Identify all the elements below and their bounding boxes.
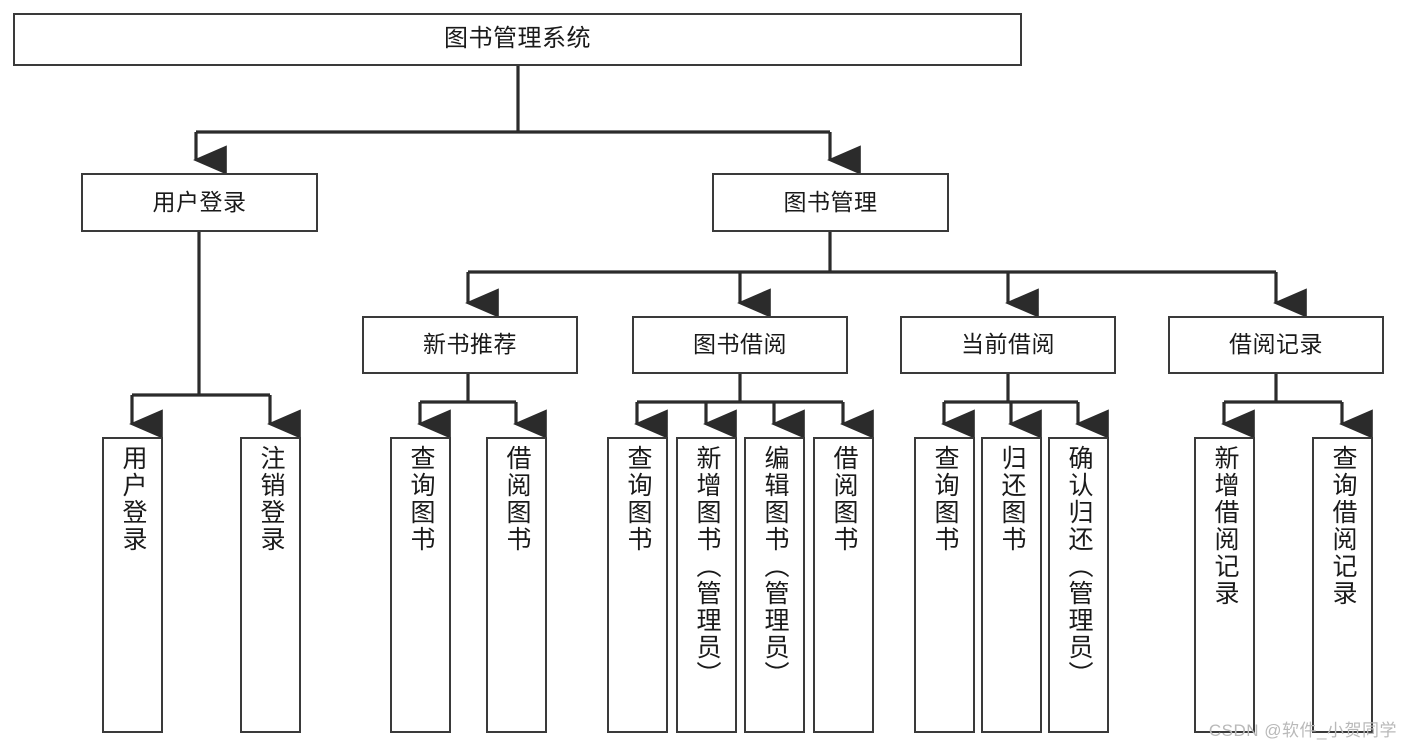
node-book-borrow[interactable]: 图书借阅 bbox=[632, 316, 848, 374]
node-label: 新增图书（管理员） bbox=[693, 445, 721, 688]
leaf-user-login-login[interactable]: 用户登录 bbox=[102, 437, 163, 733]
leaf-current-return-book[interactable]: 归还图书 bbox=[981, 437, 1042, 733]
leaf-current-confirm-return-admin[interactable]: 确认归还（管理员） bbox=[1048, 437, 1109, 733]
node-label: 借阅图书 bbox=[830, 445, 858, 553]
leaf-recommend-borrow-book[interactable]: 借阅图书 bbox=[486, 437, 547, 733]
node-label: 新书推荐 bbox=[423, 331, 517, 358]
leaf-recommend-query-book[interactable]: 查询图书 bbox=[390, 437, 451, 733]
leaf-records-add-record[interactable]: 新增借阅记录 bbox=[1194, 437, 1255, 733]
node-label: 注销登录 bbox=[257, 445, 285, 553]
leaf-records-query-record[interactable]: 查询借阅记录 bbox=[1312, 437, 1373, 733]
node-label: 新增借阅记录 bbox=[1211, 445, 1239, 607]
node-root-system[interactable]: 图书管理系统 bbox=[13, 13, 1022, 66]
node-label: 借阅记录 bbox=[1229, 331, 1323, 358]
leaf-current-query-book[interactable]: 查询图书 bbox=[914, 437, 975, 733]
node-label: 图书管理 bbox=[783, 188, 878, 215]
node-label: 借阅图书 bbox=[503, 445, 531, 553]
node-label: 图书借阅 bbox=[693, 331, 787, 358]
leaf-borrow-borrow-book[interactable]: 借阅图书 bbox=[813, 437, 874, 733]
node-label: 用户登录 bbox=[152, 188, 247, 215]
node-borrow-records[interactable]: 借阅记录 bbox=[1168, 316, 1384, 374]
watermark-text: CSDN @软件_小贺同学 bbox=[1208, 721, 1397, 740]
node-label: 查询图书 bbox=[407, 445, 435, 553]
node-label: 编辑图书（管理员） bbox=[761, 445, 789, 688]
node-label: 用户登录 bbox=[119, 445, 147, 553]
node-label: 查询借阅记录 bbox=[1329, 445, 1357, 607]
node-label: 查询图书 bbox=[931, 445, 959, 553]
node-label: 图书管理系统 bbox=[444, 25, 591, 53]
leaf-borrow-query-book[interactable]: 查询图书 bbox=[607, 437, 668, 733]
node-new-book-recommend[interactable]: 新书推荐 bbox=[362, 316, 578, 374]
node-label: 查询图书 bbox=[624, 445, 652, 553]
leaf-user-login-logout[interactable]: 注销登录 bbox=[240, 437, 301, 733]
node-user-login[interactable]: 用户登录 bbox=[81, 173, 318, 232]
node-current-borrow[interactable]: 当前借阅 bbox=[900, 316, 1116, 374]
node-book-management[interactable]: 图书管理 bbox=[712, 173, 949, 232]
leaf-borrow-edit-book-admin[interactable]: 编辑图书（管理员） bbox=[744, 437, 805, 733]
node-label: 确认归还（管理员） bbox=[1065, 445, 1093, 688]
node-label: 归还图书 bbox=[998, 445, 1026, 553]
node-label: 当前借阅 bbox=[961, 331, 1055, 358]
leaf-borrow-add-book-admin[interactable]: 新增图书（管理员） bbox=[676, 437, 737, 733]
